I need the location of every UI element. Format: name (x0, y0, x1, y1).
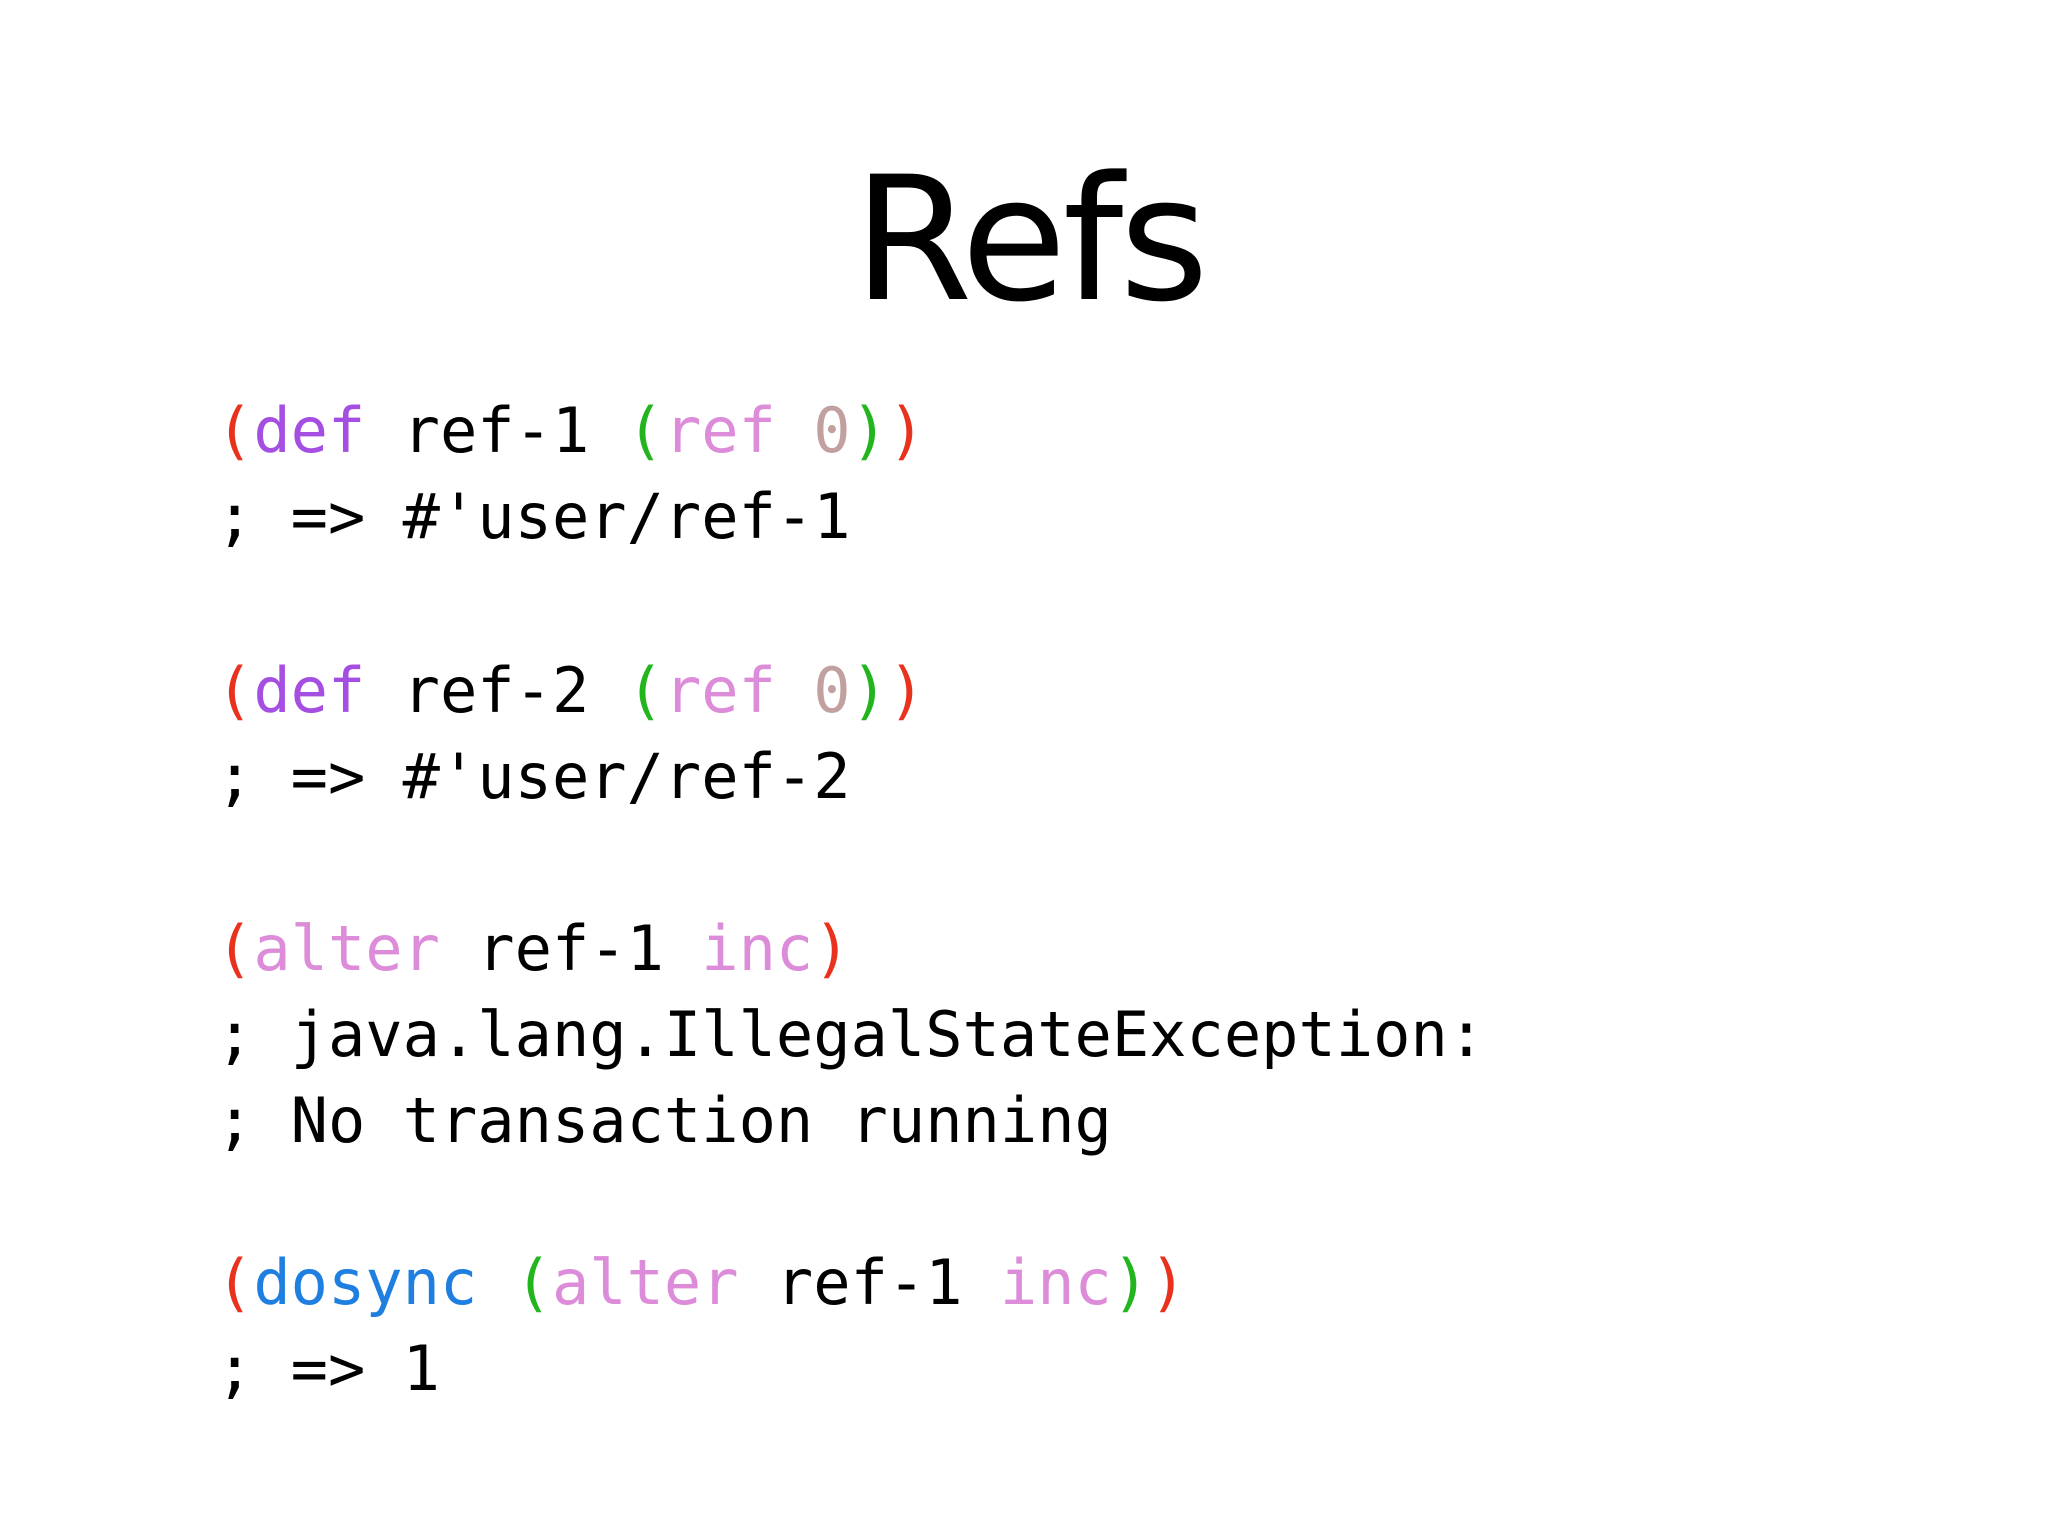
code-line-dosync: (dosync (alter ref-1 inc)) (216, 1240, 1187, 1326)
code-token-plain: ref-1 (439, 912, 702, 985)
code-token-special-form: def (253, 394, 366, 467)
code-token-paren-outer: ( (216, 394, 254, 467)
code-token-paren-inner: ( (626, 654, 664, 727)
code-token-plain (776, 394, 813, 467)
code-line-result-dosync: ; => 1 (216, 1326, 440, 1412)
code-token-plain: ; java.lang.IllegalStateException: (216, 998, 1486, 1071)
code-token-paren-outer: ( (216, 1246, 254, 1319)
code-token-paren-inner: ) (850, 654, 888, 727)
code-line-no-transaction: ; No transaction running (216, 1078, 1112, 1164)
slide-title: Refs (853, 139, 1209, 340)
code-token-plain: ; => 1 (216, 1332, 440, 1405)
code-token-fn-call: inc (999, 1246, 1112, 1319)
code-token-plain: ; => #'user/ref-2 (216, 740, 851, 813)
code-token-fn-call: inc (701, 912, 814, 985)
code-token-number: 0 (813, 654, 851, 727)
code-line-alter: (alter ref-1 inc) (216, 906, 851, 992)
code-token-paren-outer: ) (1149, 1246, 1187, 1319)
code-token-plain: ref-2 (365, 654, 627, 727)
code-token-plain: ; No transaction running (216, 1084, 1112, 1157)
code-token-paren-inner: ) (1111, 1246, 1150, 1319)
code-token-paren-outer: ) (887, 394, 926, 467)
code-token-paren-outer: ) (813, 912, 851, 985)
code-token-paren-outer: ) (887, 654, 926, 727)
code-line-def-ref-1: (def ref-1 (ref 0)) (216, 388, 925, 474)
code-line-result-ref-1: ; => #'user/ref-1 (216, 474, 851, 560)
code-token-special-form: def (253, 654, 366, 727)
code-token-paren-inner: ( (626, 394, 664, 467)
code-token-paren-inner: ( (514, 1246, 552, 1319)
code-line-result-ref-2: ; => #'user/ref-2 (216, 734, 851, 820)
code-line-exception: ; java.lang.IllegalStateException: (216, 992, 1485, 1078)
code-token-paren-inner: ) (850, 394, 888, 467)
code-token-plain (477, 1246, 514, 1319)
code-token-plain: ref-1 (365, 394, 627, 467)
code-token-fn-call: ref (663, 654, 776, 727)
code-token-fn-call: alter (551, 1246, 739, 1319)
code-token-fn-call: alter (253, 912, 440, 985)
code-token-plain (776, 654, 813, 727)
code-token-number: 0 (813, 394, 851, 467)
code-token-paren-outer: ( (216, 912, 254, 985)
code-token-plain: ref-1 (738, 1246, 1000, 1319)
code-token-dosync: dosync (253, 1246, 478, 1319)
code-token-fn-call: ref (663, 394, 776, 467)
code-line-def-ref-2: (def ref-2 (ref 0)) (216, 648, 925, 734)
code-token-paren-outer: ( (216, 654, 254, 727)
code-token-plain: ; => #'user/ref-1 (216, 480, 851, 553)
